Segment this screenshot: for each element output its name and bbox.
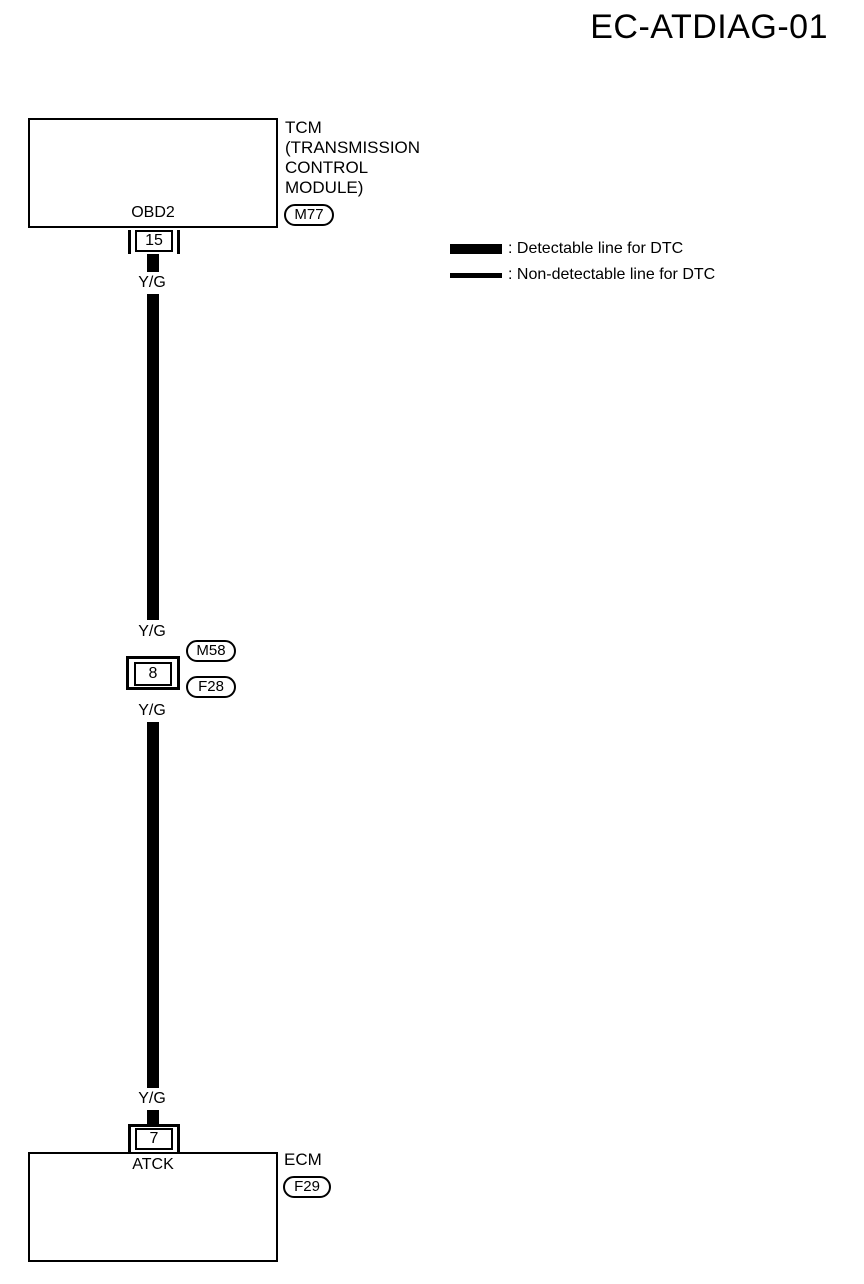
tcm-terminal-frame xyxy=(128,230,180,254)
tcm-name-line-2: (TRANSMISSION xyxy=(285,138,421,157)
wire-tcm-to-joint xyxy=(147,254,159,272)
joint-wire-top-color: Y/G xyxy=(138,623,166,640)
tcm-wire-color: Y/G xyxy=(138,274,166,291)
tcm-terminal-name: OBD2 xyxy=(131,204,175,221)
legend-detectable-swatch xyxy=(450,244,502,254)
joint-terminal-frame xyxy=(126,656,180,690)
tcm-connector-id: M77 xyxy=(284,204,334,226)
legend-detectable: : Detectable line for DTC xyxy=(450,240,683,258)
ecm-terminal-frame xyxy=(128,1124,180,1152)
ecm-terminal-name: ATCK xyxy=(132,1156,174,1173)
ecm-terminal-number: 7 xyxy=(135,1128,173,1150)
legend-detectable-text: : Detectable line for DTC xyxy=(508,240,684,257)
legend-non-detectable: : Non-detectable line for DTC xyxy=(450,266,715,284)
tcm-unit-name: TCM (TRANSMISSION CONTROL MODULE) xyxy=(285,118,420,198)
joint-wire-bottom-color: Y/G xyxy=(138,702,166,719)
ecm-connector-id: F29 xyxy=(283,1176,331,1198)
joint-connector-bottom-id: F28 xyxy=(186,676,236,698)
ecm-unit-name: ECM xyxy=(284,1150,322,1169)
joint-connector-top-id: M58 xyxy=(186,640,236,662)
wire-ecm-stub xyxy=(147,1110,159,1124)
wire-tcm-to-joint-main xyxy=(147,294,159,620)
legend-non-detectable-swatch xyxy=(450,272,502,278)
tcm-name-line-1: TCM xyxy=(285,118,322,137)
ecm-unit-box xyxy=(28,1152,278,1262)
tcm-unit-box xyxy=(28,118,278,228)
tcm-name-line-4: MODULE) xyxy=(285,178,364,197)
tcm-name-line-3: CONTROL xyxy=(285,158,369,177)
legend-non-detectable-text: : Non-detectable line for DTC xyxy=(508,266,716,283)
page-title: EC-ATDIAG-01 xyxy=(590,8,828,46)
joint-terminal-number: 8 xyxy=(134,662,172,686)
tcm-terminal-number: 15 xyxy=(135,230,173,252)
ecm-wire-color: Y/G xyxy=(138,1090,166,1107)
wire-joint-to-ecm xyxy=(147,722,159,1088)
